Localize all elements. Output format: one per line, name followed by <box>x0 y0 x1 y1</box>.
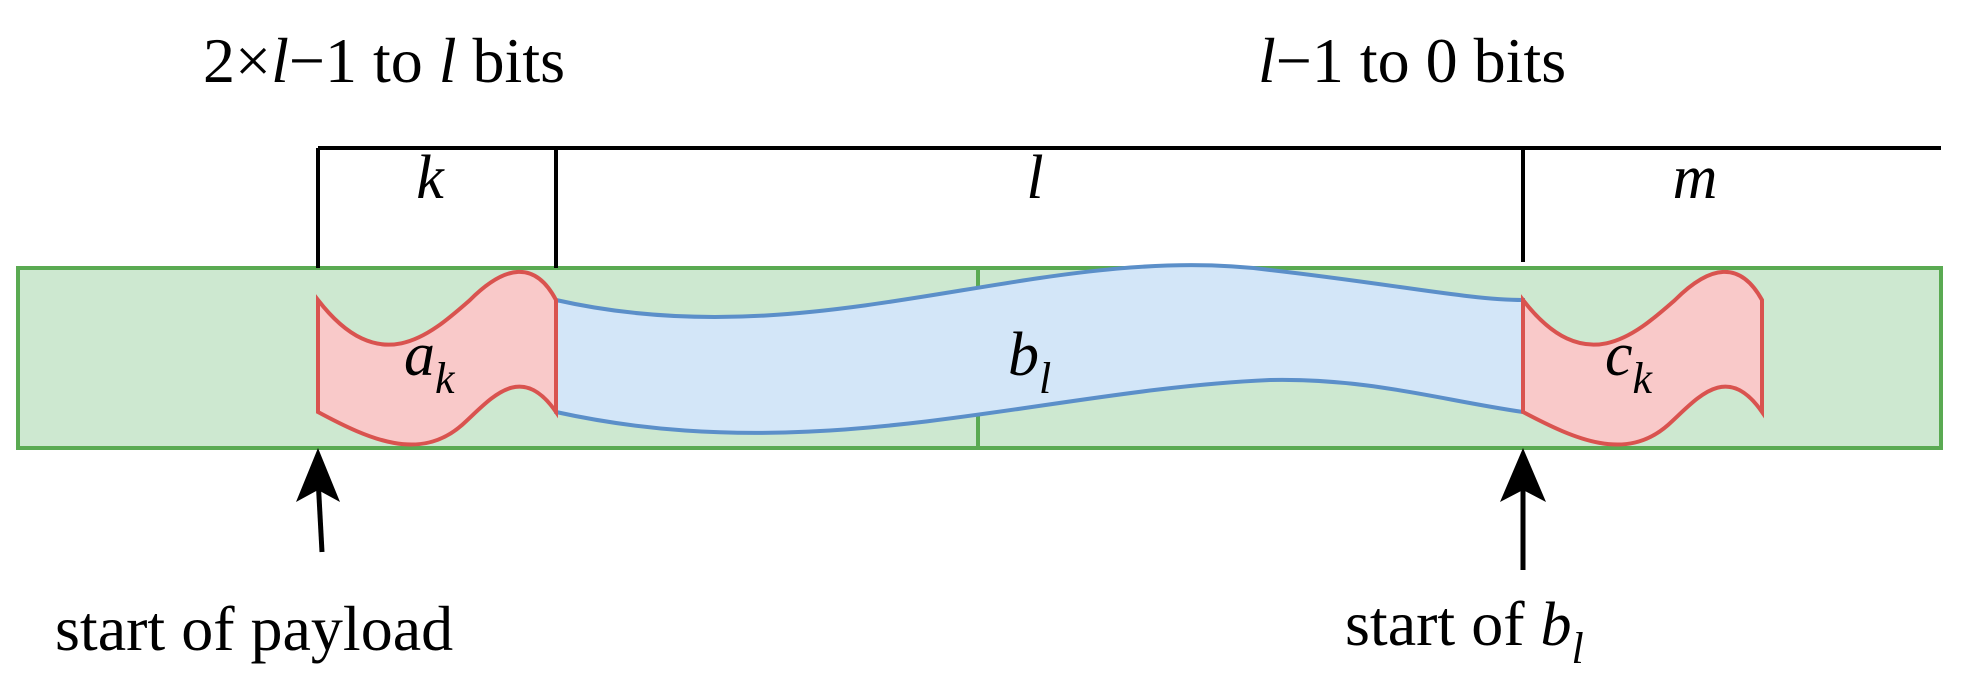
bracket-label-k: k <box>416 144 445 212</box>
segment-c-shape <box>1521 269 1764 447</box>
payload-start-label: start of payload <box>55 593 453 664</box>
segment-a-label: ak <box>404 321 456 403</box>
b-start-arrow <box>1500 448 1546 570</box>
bracket-label-m: m <box>1673 144 1718 212</box>
payload-start-arrow <box>296 448 340 553</box>
segment-b-label: bl <box>1008 321 1051 403</box>
segment-a-shape <box>316 269 558 447</box>
segment-c-label: ck <box>1605 321 1654 403</box>
bracket-label-l: l <box>1026 144 1043 212</box>
b-start-label: start of bl <box>1345 588 1584 673</box>
field-brackets <box>316 146 1941 268</box>
right-bit-range-label: l−1 to 0 bits <box>1258 25 1566 96</box>
left-bit-range-label: 2×l−1 to l bits <box>203 25 565 96</box>
